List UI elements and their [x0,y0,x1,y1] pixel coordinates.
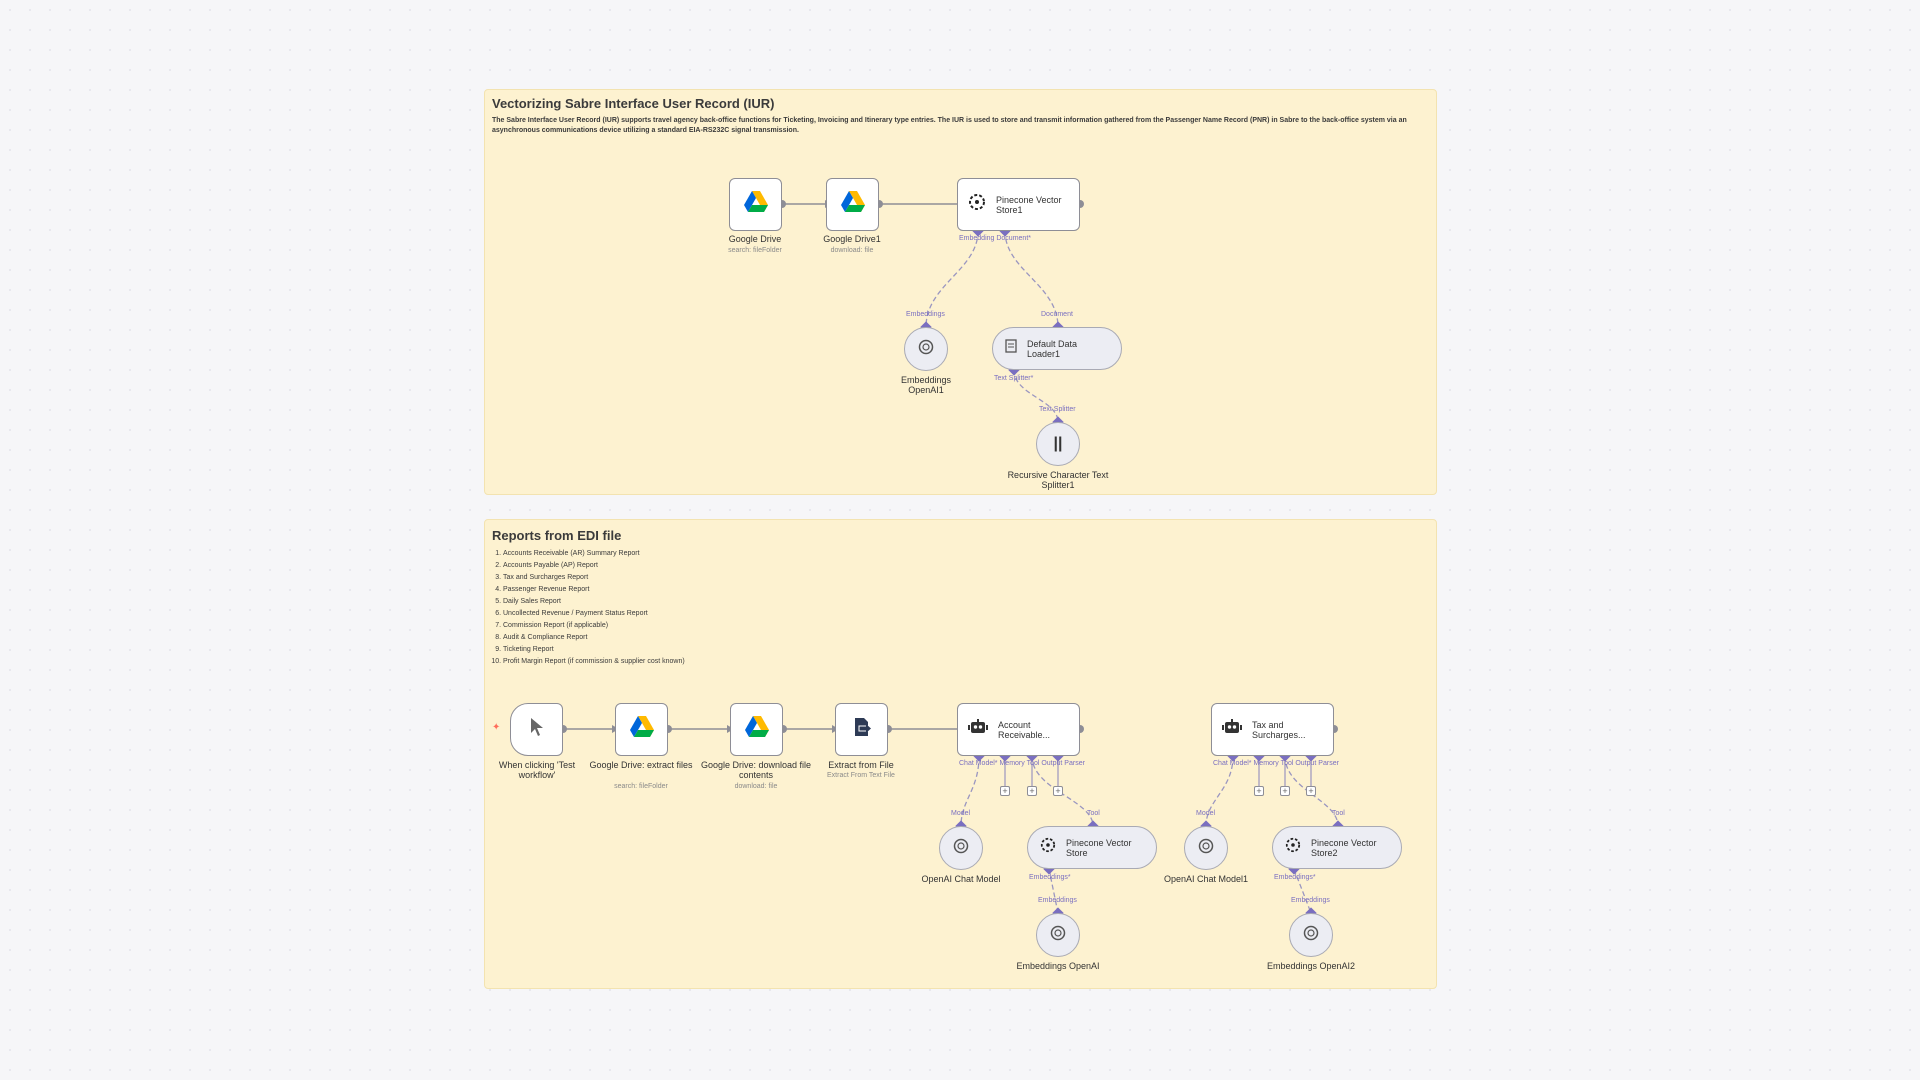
add-tool-button[interactable]: + [1280,786,1290,796]
node-google-drive[interactable] [729,178,782,231]
openai-icon [1197,837,1215,860]
node-label: Google Drive1 [823,234,881,244]
node-label: Pinecone Vector Store2 [1311,837,1377,858]
report-item: Tax and Surcharges Report [503,572,685,584]
node-label: Pinecone Vector Store1 [996,194,1062,215]
port-label: Text Splitter* [994,375,1034,382]
port-labels: Embedding Document* [959,235,1031,242]
node-default-data-loader1[interactable]: Default Data Loader1 [992,327,1122,370]
port-label: Tool [1332,810,1345,817]
port-label: Embeddings* [1029,874,1071,881]
port-label: Embeddings [1291,897,1330,904]
node-manual-trigger[interactable] [510,703,563,756]
node-label: Google Drive: extract files [589,760,693,770]
node-text-splitter1[interactable]: || [1036,422,1080,466]
port-label: Model [951,810,971,817]
sticky-note-vectorizing[interactable]: Vectorizing Sabre Interface User Record … [484,89,1437,495]
node-label: Embeddings OpenAI2 [1266,961,1356,971]
pointer-icon [529,717,545,742]
node-subtitle: search: fileFolder [614,783,668,790]
openai-icon [1049,924,1067,947]
openai-icon [1302,924,1320,947]
report-item: Accounts Receivable (AR) Summary Report [503,548,685,560]
report-list: Accounts Receivable (AR) Summary Report … [492,548,685,668]
pinecone-icon [1285,837,1301,858]
node-subtitle: Extract From Text File [827,772,895,779]
google-drive-icon [629,716,654,743]
sticky-description: The Sabre Interface User Record (IUR) su… [492,117,1407,134]
node-embeddings-openai2[interactable] [1289,913,1333,957]
port-labels: Chat Model* Memory Tool Output Parser [959,760,1085,767]
node-google-drive1[interactable] [826,178,879,231]
node-label: Google Drive: download file contents [700,760,812,780]
add-tool-button[interactable]: + [1027,786,1037,796]
node-google-drive-download[interactable] [730,703,783,756]
report-item: Uncollected Revenue / Payment Status Rep… [503,608,685,620]
port-labels: Chat Model* Memory Tool Output Parser [1213,760,1339,767]
node-label: Embeddings OpenAI1 [900,375,952,395]
google-drive-icon [744,716,769,743]
node-label: OpenAI Chat Model [921,874,1001,884]
file-extract-icon [853,717,871,742]
node-subtitle: download: file [734,783,778,790]
add-memory-button[interactable]: + [1254,786,1264,796]
node-pinecone-vector-store2[interactable]: Pinecone Vector Store2 [1272,826,1402,869]
report-item: Commission Report (if applicable) [503,620,685,632]
node-google-drive-extract[interactable] [615,703,668,756]
pinecone-icon [1040,837,1056,858]
openai-icon [917,338,935,361]
node-openai-chat-model1[interactable] [1184,826,1228,870]
node-label: Extract from File [828,760,894,770]
report-item: Ticketing Report [503,644,685,656]
node-ai-agent-account-receivable[interactable]: Account Receivable... [957,703,1080,756]
node-label: Default Data Loader1 [1027,338,1078,359]
robot-icon [968,719,988,740]
node-pinecone-vector-store1[interactable]: Pinecone Vector Store1 [957,178,1080,231]
google-drive-icon [743,191,768,218]
node-label: OpenAI Chat Model1 [1163,874,1249,884]
node-embeddings-openai1[interactable] [904,327,948,371]
port-label: Embeddings [1038,897,1077,904]
add-output-parser-button[interactable]: + [1306,786,1316,796]
trigger-bolt-icon: ✦ [492,722,501,733]
google-drive-icon [840,191,865,218]
port-label: Embeddings* [1274,874,1316,881]
report-item: Accounts Payable (AP) Report [503,560,685,572]
node-label: Pinecone Vector Store [1066,837,1132,858]
port-label: Embeddings [906,311,945,318]
sticky-title: Vectorizing Sabre Interface User Record … [492,96,775,111]
report-item: Profit Margin Report (if commission & su… [503,656,685,668]
node-extract-from-file[interactable] [835,703,888,756]
node-label: Account Receivable... [998,719,1051,740]
node-label: Embeddings OpenAI [1016,961,1100,971]
document-icon [1005,339,1017,358]
node-subtitle: download: file [830,247,874,254]
node-subtitle: search: fileFolder [728,247,782,254]
node-label: Recursive Character Text Splitter1 [1007,470,1109,490]
splitter-icon: || [1053,435,1063,452]
node-openai-chat-model[interactable] [939,826,983,870]
add-memory-button[interactable]: + [1000,786,1010,796]
robot-icon [1222,719,1242,740]
report-item: Daily Sales Report [503,596,685,608]
pinecone-icon [968,193,986,216]
add-output-parser-button[interactable]: + [1053,786,1063,796]
node-label: Google Drive [728,234,782,244]
node-embeddings-openai[interactable] [1036,913,1080,957]
port-label: Document [1041,311,1073,318]
port-label: Text Splitter [1039,406,1076,413]
openai-icon [952,837,970,860]
sticky-title: Reports from EDI file [492,528,622,543]
port-label: Model [1196,810,1216,817]
node-label: Tax and Surcharges... [1252,719,1306,740]
node-ai-agent-tax-surcharges[interactable]: Tax and Surcharges... [1211,703,1334,756]
port-label: Tool [1087,810,1100,817]
report-item: Audit & Compliance Report [503,632,685,644]
node-label: When clicking 'Test workflow' [498,760,576,780]
node-pinecone-vector-store[interactable]: Pinecone Vector Store [1027,826,1157,869]
report-item: Passenger Revenue Report [503,584,685,596]
